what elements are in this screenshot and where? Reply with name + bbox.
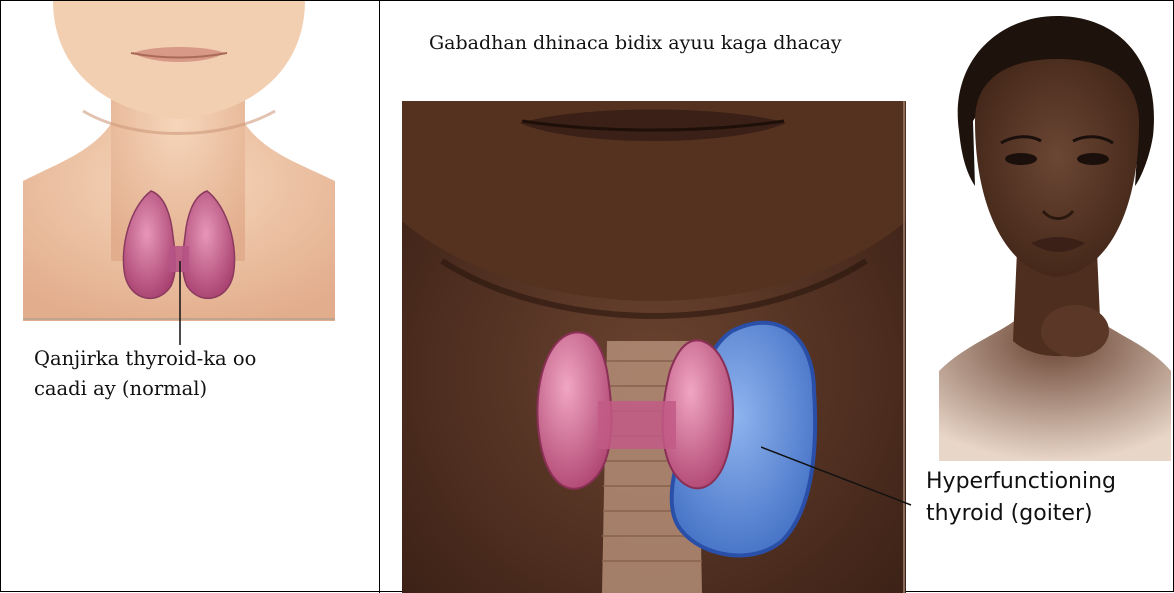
goiter-caption-pointer-line <box>761 441 921 511</box>
goiter-caption-line2: thyroid (goiter) <box>926 498 1116 530</box>
normal-caption-pointer-line <box>177 261 183 345</box>
panel-divider <box>379 1 380 593</box>
normal-thyroid-caption: Qanjirka thyroid-ka oo caadi ay (normal) <box>34 344 256 404</box>
goiter-caption-line1: Hyperfunctioning <box>926 466 1116 498</box>
normal-caption-line1: Qanjirka thyroid-ka oo <box>34 344 256 374</box>
goiter-neck-illustration <box>402 101 906 593</box>
goiter-caption: Hyperfunctioning thyroid (goiter) <box>926 466 1116 530</box>
normal-caption-line2: caadi ay (normal) <box>34 374 256 404</box>
goiter-heading: Gabadhan dhinaca bidix ayuu kaga dhacay <box>429 32 842 54</box>
woman-portrait-illustration <box>939 11 1171 461</box>
